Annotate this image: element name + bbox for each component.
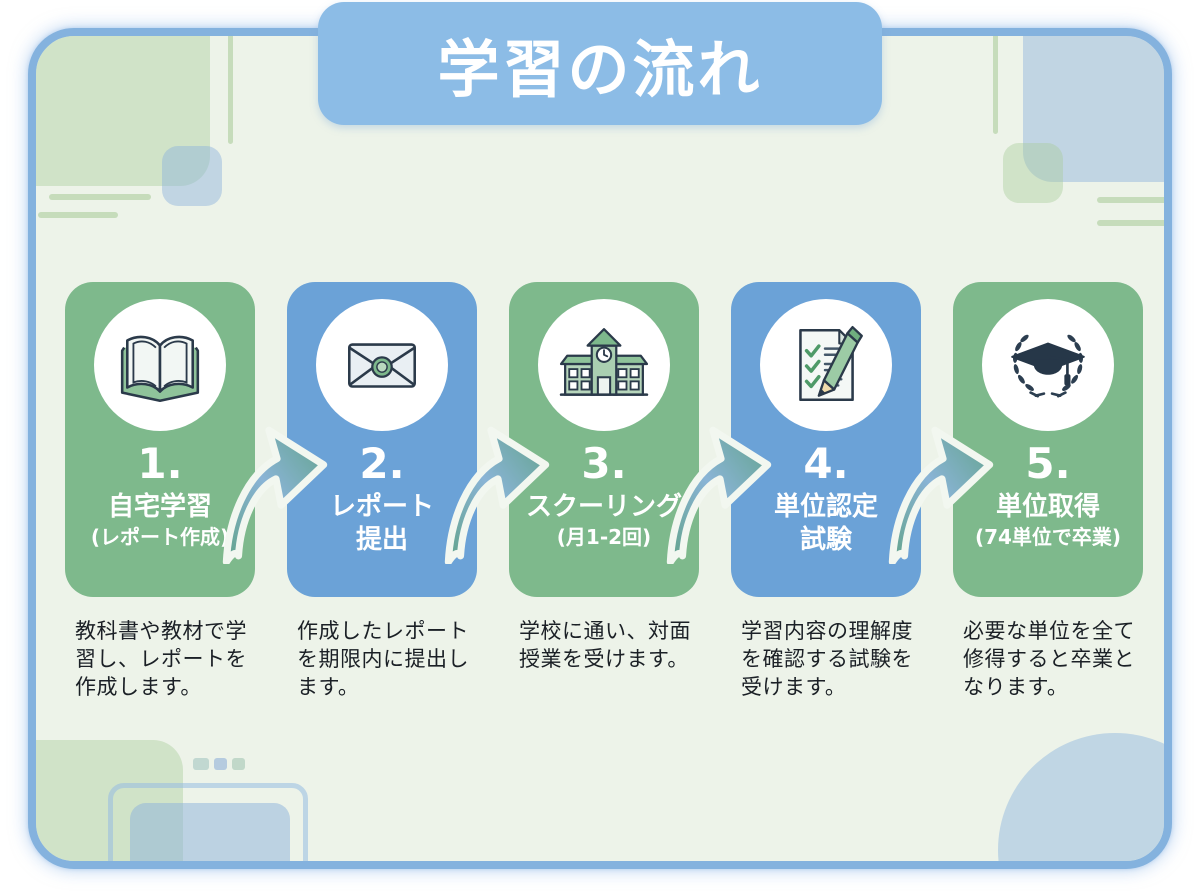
step-description-4: 学習内容の理解度を確認する試験を受けます。 xyxy=(741,619,913,699)
step-title-line2: 提出 xyxy=(355,524,408,555)
school-building-icon xyxy=(559,328,649,396)
decor-line-top-left-h1 xyxy=(49,194,151,200)
decor-dot-1 xyxy=(193,758,209,770)
step-card-3-schooling: 3. スクーリング (月1-2回) xyxy=(509,282,699,597)
checklist-pencil-icon xyxy=(799,326,863,402)
step-title-line2: 試験 xyxy=(799,524,852,555)
step-title: 単位認定 xyxy=(773,492,878,522)
page-title: 学習の流れ xyxy=(437,32,763,106)
step-description-1: 教科書や教材で学習し、レポートを作成します。 xyxy=(75,619,247,699)
decor-outline-rect-bottom-left xyxy=(108,783,308,861)
step-title: スクーリング xyxy=(525,492,682,522)
step-subtitle: (レポート作成) xyxy=(90,524,230,549)
decor-line-top-left-h2 xyxy=(38,212,118,218)
open-book-icon xyxy=(120,335,200,403)
flow-arrow-2-3 xyxy=(444,426,550,564)
step-description-2: 作成したレポートを期限内に提出します。 xyxy=(297,619,469,699)
decor-dot-3 xyxy=(232,758,245,770)
step-card-5-graduation: 5. 単位取得 (74単位で卒業) xyxy=(953,282,1143,597)
step-number: 5. xyxy=(1025,439,1071,488)
decor-square-top-left-green xyxy=(36,36,210,186)
step-card-2-report-submission: 2. レポート 提出 xyxy=(287,282,477,597)
step-description-5: 必要な単位を全て修得すると卒業となります。 xyxy=(963,619,1135,699)
decor-line-top-right-h2 xyxy=(1097,220,1164,226)
decor-dot-2 xyxy=(214,758,227,770)
step-number: 1. xyxy=(137,439,183,488)
step-number: 4. xyxy=(803,439,849,488)
step-1-medallion xyxy=(94,299,226,431)
step-subtitle: (月1-2回) xyxy=(556,524,652,549)
decor-square-top-right-blue xyxy=(1023,36,1164,182)
decor-line-top-right-h1 xyxy=(1097,197,1164,203)
decor-circle-bottom-right xyxy=(998,733,1164,861)
step-title: レポート xyxy=(329,492,434,522)
flow-arrow-4-5 xyxy=(888,426,994,564)
step-title: 単位取得 xyxy=(995,492,1100,522)
flow-arrow-3-4 xyxy=(666,426,772,564)
envelope-icon xyxy=(348,343,416,388)
step-4-medallion xyxy=(760,299,892,431)
step-subtitle: (74単位で卒業) xyxy=(974,524,1122,549)
title-banner: 学習の流れ xyxy=(318,2,882,125)
step-description-3: 学校に通い、対面授業を受けます。 xyxy=(519,619,691,671)
step-2-medallion xyxy=(316,299,448,431)
decor-square-top-left-blue xyxy=(162,146,222,206)
step-number: 3. xyxy=(581,439,627,488)
decor-line-top-left-vertical xyxy=(228,36,233,144)
step-3-medallion xyxy=(538,299,670,431)
step-number: 2. xyxy=(359,439,405,488)
flow-arrow-1-2 xyxy=(222,426,328,564)
step-card-1-home-study: 1. 自宅学習 (レポート作成) xyxy=(65,282,255,597)
graduation-cap-icon xyxy=(1011,334,1085,398)
decor-square-top-right-green xyxy=(1003,143,1063,203)
decor-blue-rect-bottom-left xyxy=(130,803,290,861)
step-5-medallion xyxy=(982,299,1114,431)
decor-line-top-right-vertical xyxy=(993,36,998,134)
step-title: 自宅学習 xyxy=(107,492,212,522)
step-card-4-credit-exam: 4. 単位認定 試験 xyxy=(731,282,921,597)
